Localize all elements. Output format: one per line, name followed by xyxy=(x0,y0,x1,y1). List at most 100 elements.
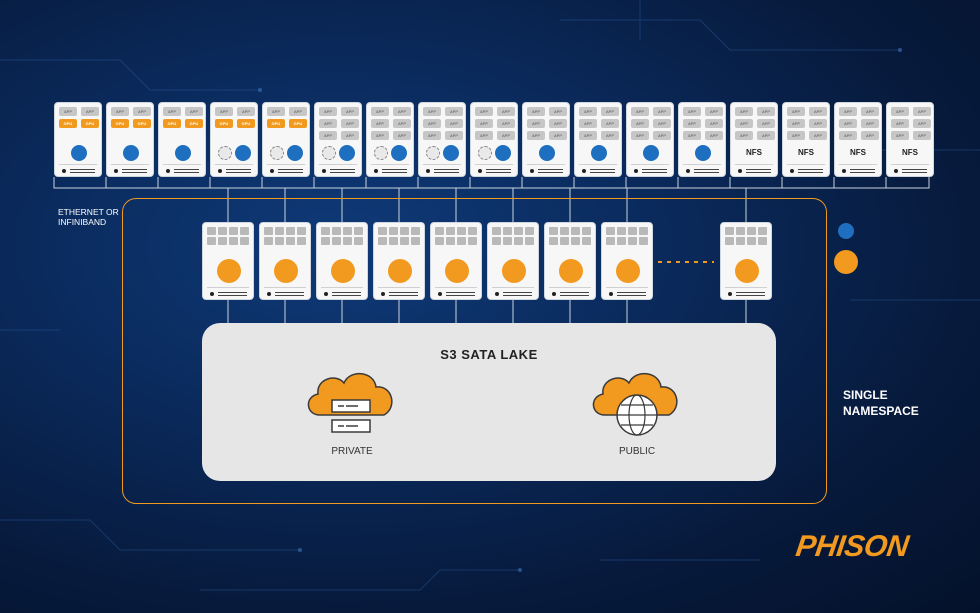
app-slot: APP xyxy=(787,119,805,128)
vent-lines xyxy=(389,292,418,296)
app-slot: APP xyxy=(371,131,389,140)
vent-lines xyxy=(382,169,407,173)
drive-bay xyxy=(758,237,767,245)
vent-lines xyxy=(642,169,667,173)
divider xyxy=(215,164,253,165)
divider xyxy=(475,164,513,165)
vent-lines xyxy=(798,169,823,173)
divider xyxy=(264,287,306,288)
status-led xyxy=(634,169,638,173)
drive-bay xyxy=(560,227,569,235)
app-slot: APP xyxy=(913,131,931,140)
status-led xyxy=(894,169,898,173)
legend-blue-dot xyxy=(838,223,854,239)
drive-bays xyxy=(549,227,591,245)
gpu-slot: GPU xyxy=(215,119,233,128)
storage-node xyxy=(720,222,772,300)
client-node-dot xyxy=(71,145,87,161)
app-slot: APP xyxy=(861,119,879,128)
vent-lines xyxy=(694,169,719,173)
status-led xyxy=(582,169,586,173)
app-slot: APP xyxy=(683,131,701,140)
vent-lines xyxy=(332,292,361,296)
drive-bay xyxy=(606,227,615,235)
drive-bay xyxy=(468,227,477,235)
app-slot: APP xyxy=(549,119,567,128)
drive-bay xyxy=(492,237,501,245)
divider xyxy=(839,164,877,165)
storage-node xyxy=(544,222,596,300)
drive-bay xyxy=(229,227,238,235)
app-slot: APP xyxy=(735,119,753,128)
single-namespace-boundary xyxy=(122,198,827,504)
gpu-slot: GPU xyxy=(59,119,77,128)
app-slot: APP xyxy=(341,119,359,128)
divider xyxy=(579,164,617,165)
drive-bay xyxy=(514,237,523,245)
vent-lines xyxy=(538,169,563,173)
app-slot: APP xyxy=(475,107,493,116)
app-slot: APP xyxy=(891,119,909,128)
app-slot: APP xyxy=(631,131,649,140)
vent-lines xyxy=(434,169,459,173)
status-led xyxy=(322,169,326,173)
divider xyxy=(207,287,249,288)
app-slot: APP xyxy=(445,131,463,140)
app-slot: APP xyxy=(757,131,775,140)
divider xyxy=(492,287,534,288)
status-led xyxy=(842,169,846,173)
app-slot: APP xyxy=(185,107,203,116)
drive-bay xyxy=(747,227,756,235)
status-led xyxy=(218,169,222,173)
app-slot: APP xyxy=(371,119,389,128)
app-slot: APP xyxy=(445,107,463,116)
app-slot: APP xyxy=(839,119,857,128)
gpu-slot: GPU xyxy=(163,119,181,128)
private-label: PRIVATE xyxy=(331,446,373,457)
status-led xyxy=(114,169,118,173)
vent-lines xyxy=(446,292,475,296)
divider xyxy=(319,164,357,165)
app-slot: APP xyxy=(579,107,597,116)
app-slot: APP xyxy=(215,107,233,116)
storage-node xyxy=(373,222,425,300)
drive-bay xyxy=(321,237,330,245)
app-slot: APP xyxy=(913,119,931,128)
app-slot: APP xyxy=(111,107,129,116)
drive-bay xyxy=(525,237,534,245)
drive-bay xyxy=(286,237,295,245)
drive-bay xyxy=(218,227,227,235)
app-slot: APP xyxy=(601,107,619,116)
app-slot: APP xyxy=(81,107,99,116)
app-slot: APP xyxy=(653,131,671,140)
app-slot: APP xyxy=(423,131,441,140)
gpu-slot: GPU xyxy=(237,119,255,128)
divider xyxy=(423,164,461,165)
app-slot: APP xyxy=(527,119,545,128)
client-node-dot xyxy=(539,145,555,161)
drive-bay xyxy=(275,227,284,235)
app-slot: APP xyxy=(839,107,857,116)
app-slot: APP xyxy=(653,119,671,128)
public-label: PUBLIC xyxy=(618,446,656,457)
drive-bay xyxy=(207,237,216,245)
drive-bay xyxy=(321,227,330,235)
divider xyxy=(59,164,97,165)
drive-bay xyxy=(639,237,648,245)
cpu-chip-icon xyxy=(426,146,440,160)
app-slot: APP xyxy=(527,131,545,140)
divider xyxy=(321,287,363,288)
cpu-chip-icon xyxy=(374,146,388,160)
vent-lines xyxy=(560,292,589,296)
status-led xyxy=(210,292,214,296)
